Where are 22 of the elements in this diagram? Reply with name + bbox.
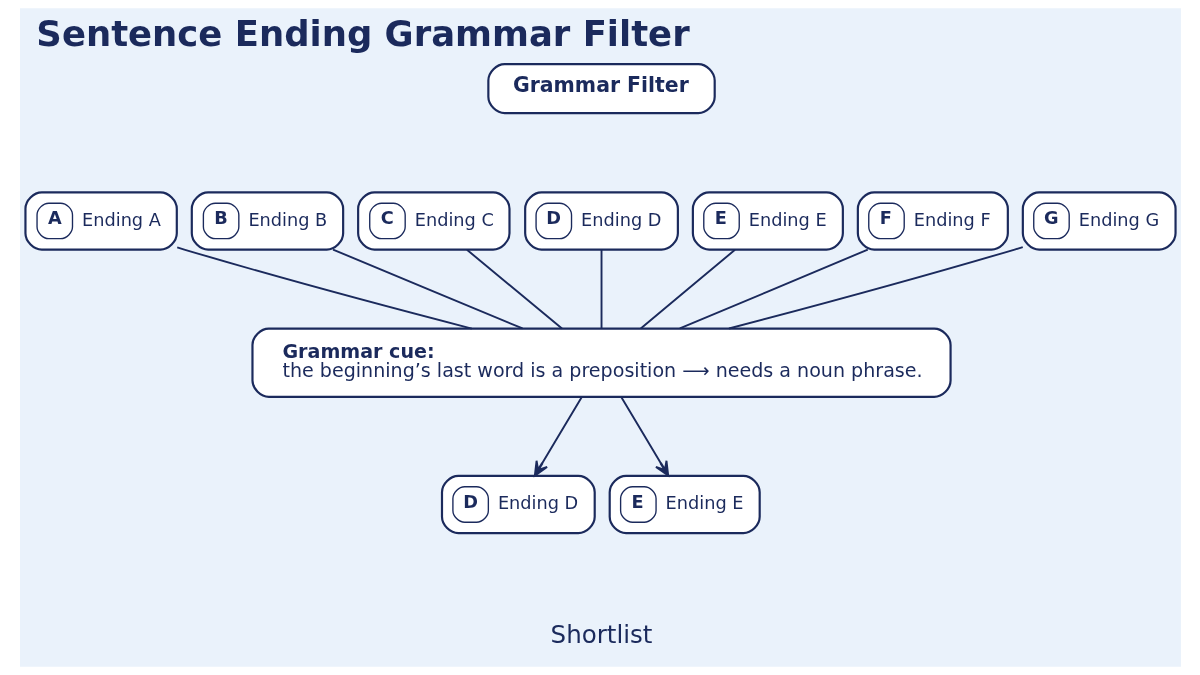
node-box: D Ending D	[523, 191, 679, 251]
node-box: E Ending E	[691, 191, 844, 251]
node-box: D Ending D	[440, 474, 596, 535]
connector	[727, 246, 1024, 330]
node-box: Grammar Filter	[486, 63, 716, 115]
node-box: F Ending F	[856, 191, 1009, 251]
node-box: Grammar cue: the beginning’s last word is a preposition ⟶ needs a noun phrase.	[250, 327, 952, 398]
connector	[465, 248, 563, 330]
connector	[600, 248, 602, 330]
connector	[175, 246, 473, 330]
label: Shortlist	[550, 619, 652, 649]
node-box: E Ending E	[608, 474, 761, 535]
connector	[331, 248, 523, 330]
node-box: A Ending A	[23, 191, 178, 251]
diagram-title: Sentence Ending Grammar Filter	[35, 13, 690, 55]
node-box: B Ending B	[190, 191, 344, 251]
connector	[639, 248, 736, 330]
connector	[678, 248, 869, 330]
node-box: C Ending C	[356, 191, 511, 251]
node-box: G Ending G	[1021, 191, 1177, 251]
arrow	[619, 396, 669, 477]
arrow	[533, 396, 583, 477]
